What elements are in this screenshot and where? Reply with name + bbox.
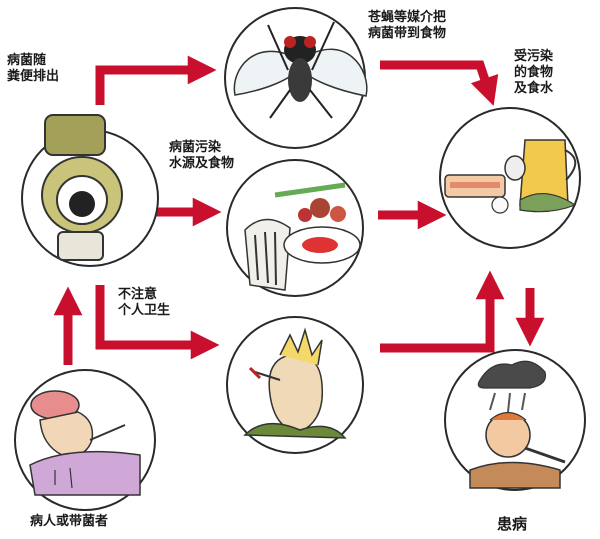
label-sick: 患病	[497, 515, 528, 533]
label-patient: 病人或带菌者	[30, 514, 109, 529]
label-excrete: 病菌随 粪便排出	[7, 53, 60, 84]
fly-icon	[233, 21, 368, 119]
sick-person-icon	[469, 360, 566, 489]
label-contaminated: 受污染 的食物 及食水	[514, 49, 554, 96]
unhygienic-person-icon	[243, 327, 347, 439]
food-icon	[444, 139, 577, 214]
patient-icon	[29, 390, 141, 496]
arrow-hygiene-to-food	[380, 270, 505, 353]
arrow-fly-to-food	[380, 60, 499, 106]
toilet-icon	[41, 114, 123, 261]
label-fly: 苍蝇等媒介把 病菌带到食物	[368, 10, 447, 41]
label-water: 病菌污染 水源及食物	[169, 140, 235, 171]
dirty-food-icon	[244, 182, 361, 291]
arrow-toilet-to-fly	[95, 55, 217, 105]
label-hygiene: 不注意 个人卫生	[118, 287, 171, 318]
arrows	[53, 55, 545, 365]
arrow-toilet-to-hygiene	[95, 285, 220, 360]
